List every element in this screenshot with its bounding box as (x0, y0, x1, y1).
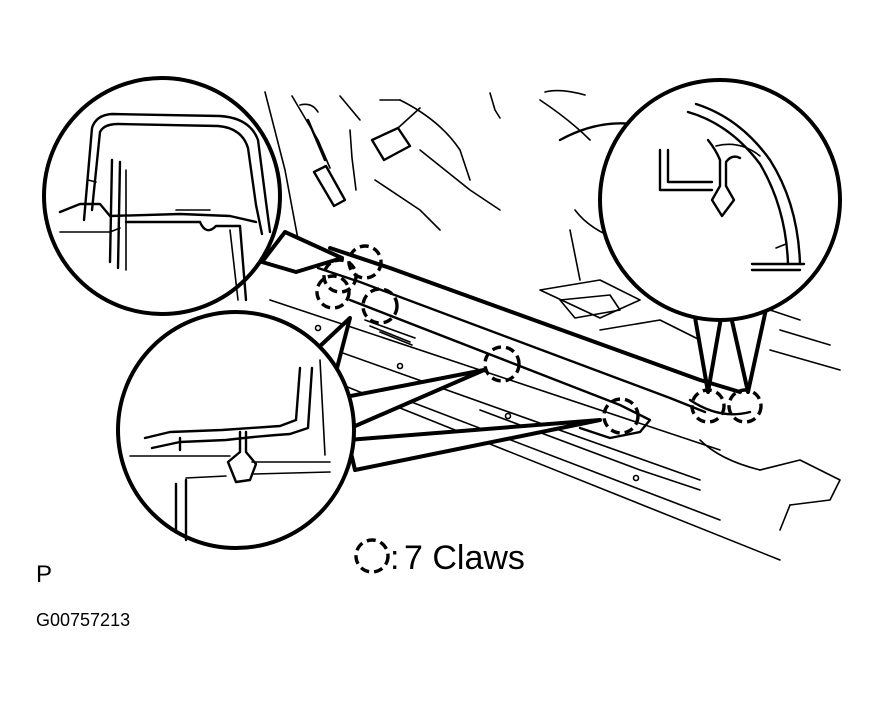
legend-colon: : (390, 539, 399, 577)
detail-view-top-left (42, 76, 282, 316)
callout-pointers (260, 230, 770, 472)
accelerator-pedal (312, 164, 347, 208)
claw-marker (727, 388, 763, 424)
claw-marker (483, 345, 521, 383)
claw-marker (361, 287, 399, 325)
scuff-plate (316, 246, 752, 440)
claw-marker (602, 397, 640, 435)
figure-id: G00757213 (36, 610, 130, 630)
brake-pedal (370, 126, 412, 162)
detail-view-bottom-left (116, 310, 356, 550)
legend-label: 7 Claws (404, 539, 525, 577)
view-letter: P (36, 561, 52, 588)
claw-marker (690, 388, 726, 424)
legend: : 7 Claws (354, 538, 525, 577)
claw-marker (315, 274, 351, 310)
dashed-circle-icon (354, 538, 390, 574)
detail-view-right (598, 78, 842, 322)
